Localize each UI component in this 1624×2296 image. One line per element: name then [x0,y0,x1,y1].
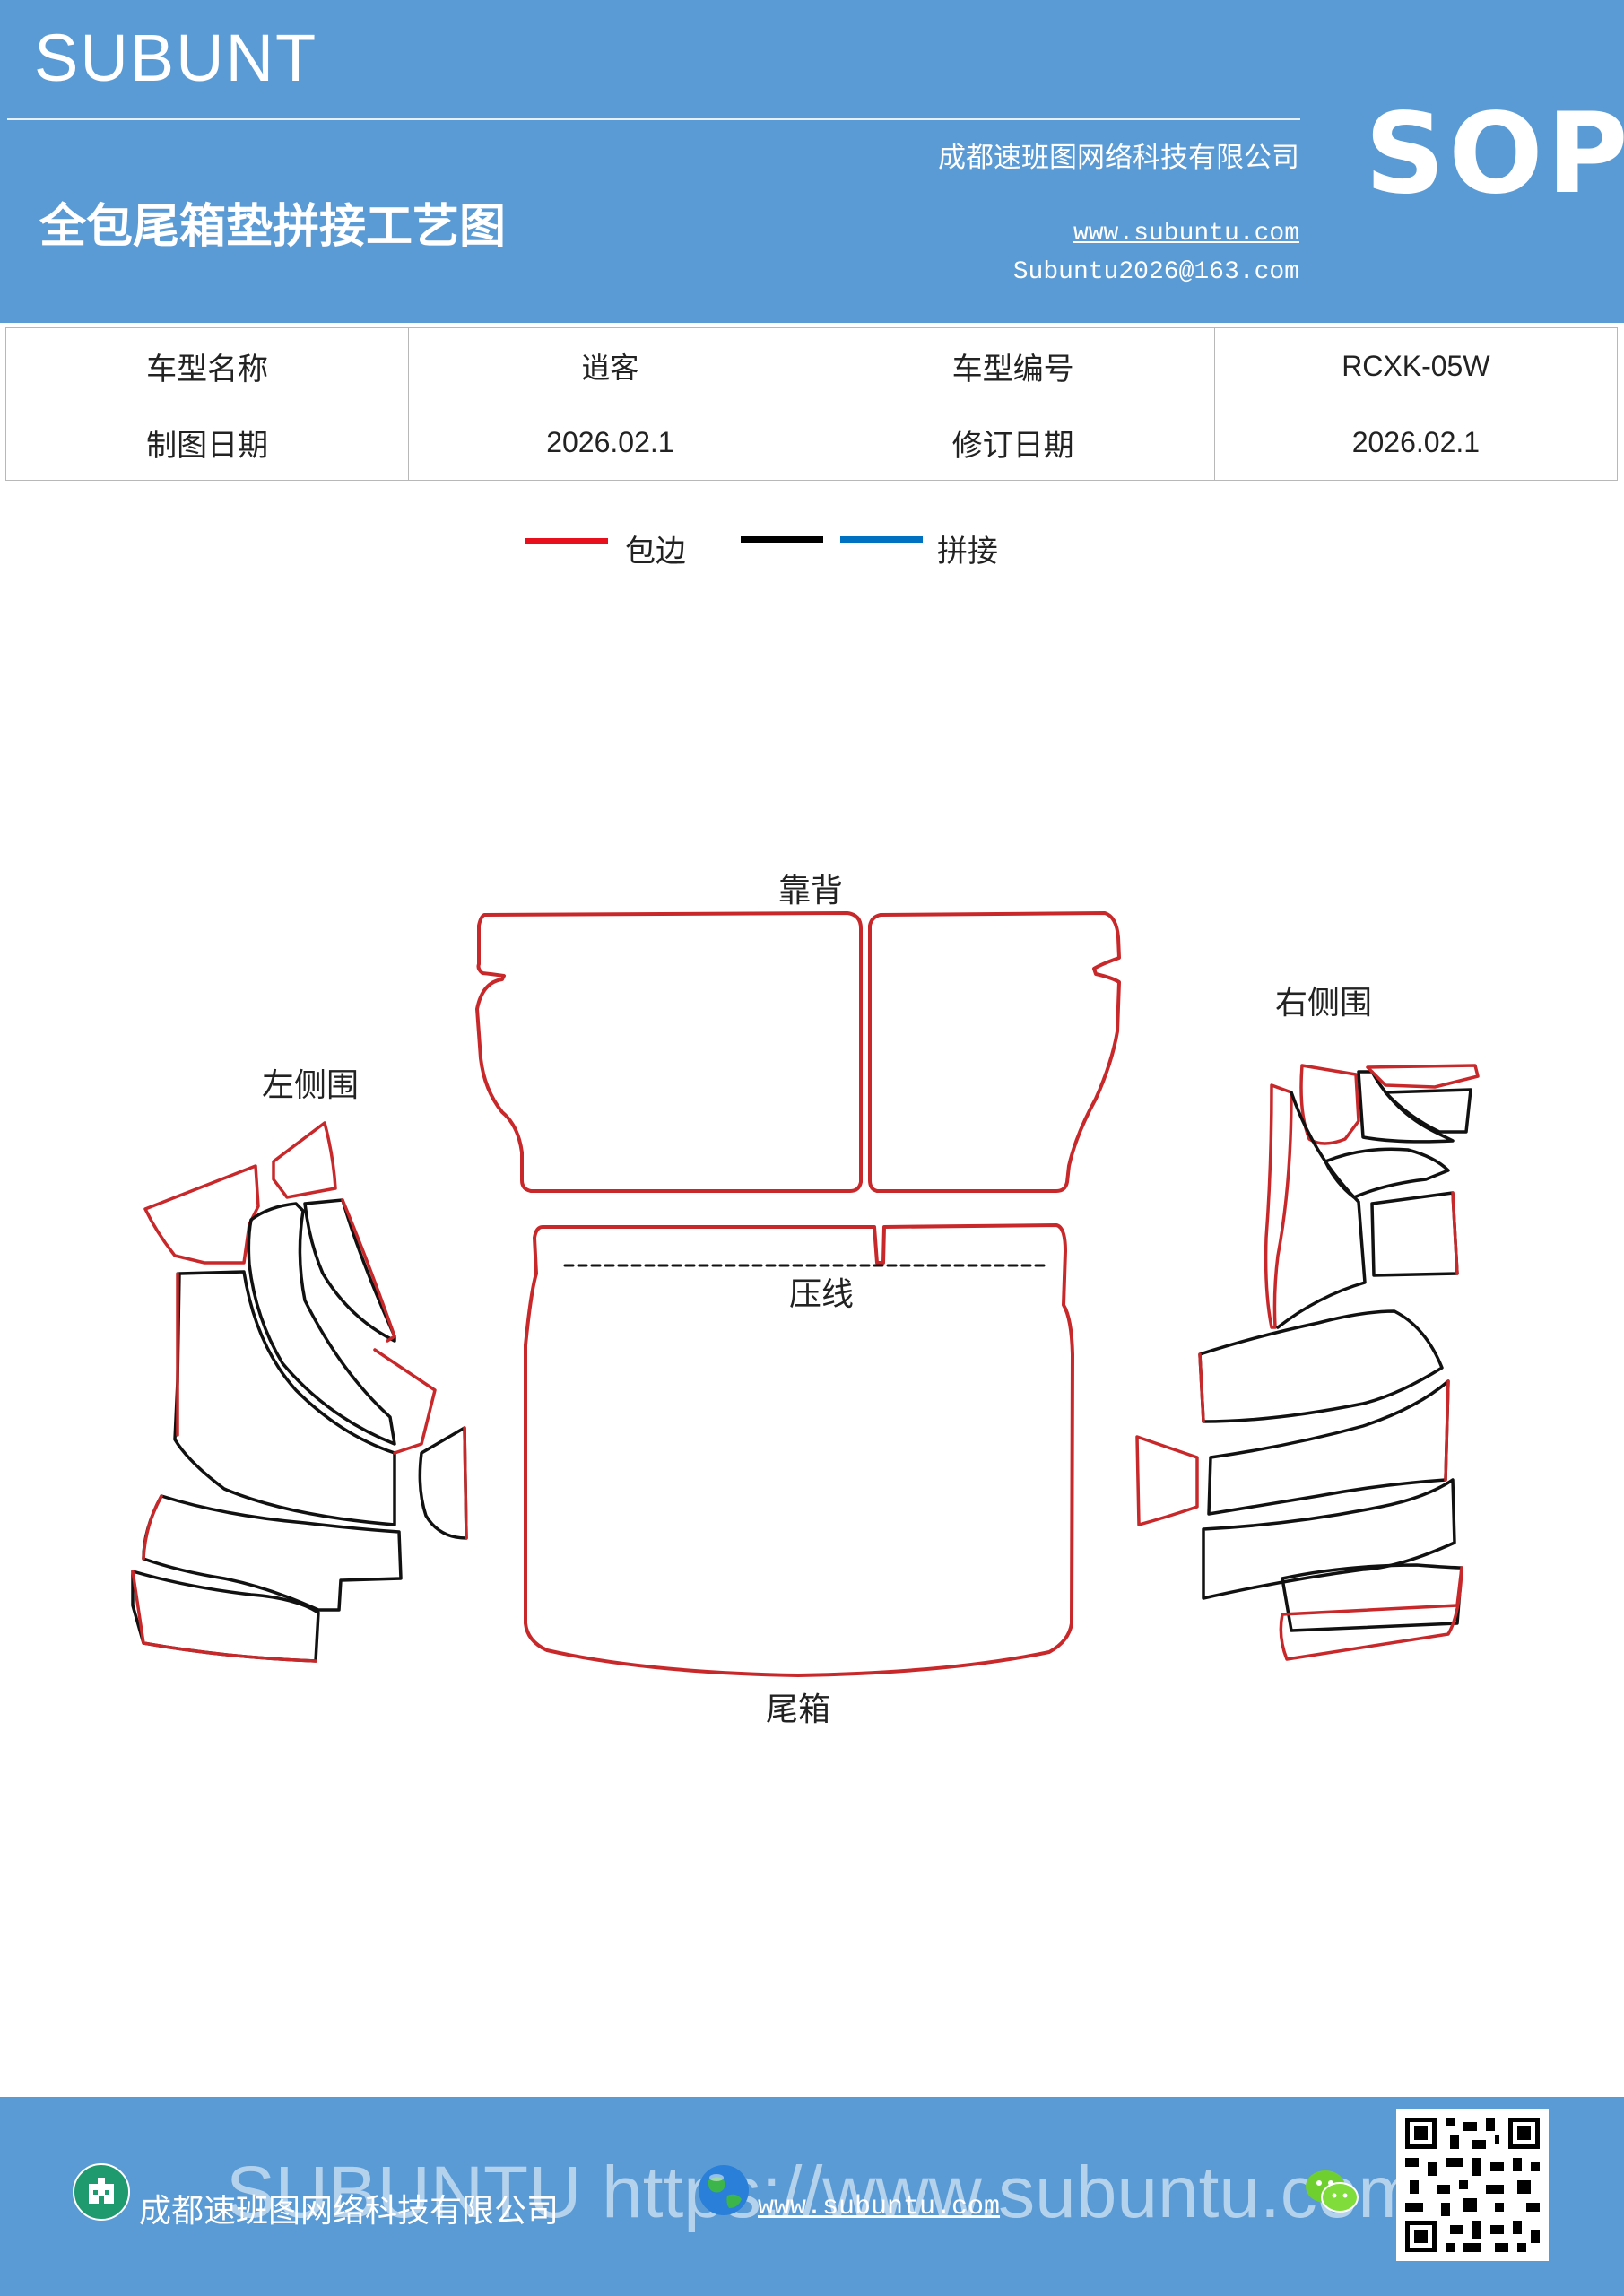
company-name: 成都速班图网络科技有限公司 [938,142,1299,174]
model-name-value: 逍客 [408,327,812,404]
left-side-piece [131,1570,317,1663]
draw-date-label: 制图日期 [4,404,410,481]
wechat-icon [1306,2170,1359,2213]
right-side-piece [1207,1379,1450,1516]
right-side-piece [1366,1064,1480,1089]
right-side-piece [1202,1478,1456,1600]
right-side-piece [1451,1191,1459,1275]
left-side-piece [247,1202,396,1446]
left-side-piece [341,1198,396,1343]
right-side-piece [1279,1566,1463,1661]
vehicle-info-table: 车型名称 逍客 车型编号 RCXK-05W 制图日期 2026.02.1 修订日… [4,327,1619,481]
email-address: Subuntu2026@163.com [1012,258,1299,286]
right-side-piece [1384,1088,1472,1134]
right-side-piece [1198,1309,1444,1423]
left-side-piece [173,1270,396,1526]
revision-date-value: 2026.02.1 [1213,404,1619,481]
sop-badge: SOP [1365,90,1624,219]
right-side-piece [1264,1083,1293,1329]
left-side-label: 左侧围 [262,1067,359,1104]
right-side-piece [1370,1191,1459,1277]
header-divider [7,118,1300,120]
left-side-piece [142,1494,163,1561]
legend-black-swatch [741,536,823,543]
right-side-label: 右侧围 [1275,985,1372,1022]
footer-website-link[interactable]: www.subuntu.com [758,2192,1001,2222]
left-side-piece [303,1198,396,1343]
legend-edging-label: 包边 [625,534,686,570]
footer-watermark: SUBUNTU https://www.subuntu.com [226,2152,1420,2233]
footer-banner: SUBUNTU https://www.subuntu.com 成都速班图网络科… [0,2097,1624,2296]
trunk-floor-panel [524,1223,1074,1677]
legend-edging-swatch [525,538,608,544]
legend-splice-swatch [840,536,923,543]
trunk-label: 尾箱 [766,1692,830,1728]
legend-splice-label: 拼接 [937,534,998,570]
right-side-piece [1281,1563,1463,1632]
right-side-piece [1299,1064,1360,1145]
backrest-left-panel [475,911,863,1193]
globe-icon [699,2165,749,2215]
left-side-piece [142,1494,403,1612]
left-side-piece [463,1426,468,1540]
left-side-piece [143,1164,260,1265]
crease-label: 压线 [789,1276,854,1313]
document-title: 全包尾箱垫拼接工艺图 [39,199,507,254]
left-side-piece [272,1121,337,1199]
qr-code [1396,2109,1549,2261]
right-side-piece [1198,1352,1205,1423]
header-banner: SUBUNT 全包尾箱垫拼接工艺图 成都速班图网络科技有限公司 www.subu… [0,0,1624,323]
brand-name: SUBUNT [34,21,318,95]
revision-date-label: 修订日期 [811,404,1215,481]
left-side-piece [373,1348,437,1455]
right-side-piece [1324,1147,1450,1199]
model-code-label: 车型编号 [811,327,1215,404]
backrest-right-panel [868,911,1121,1193]
right-side-piece [1135,1435,1199,1526]
model-code-value: RCXK-05W [1213,327,1619,404]
backrest-label: 靠背 [778,873,843,909]
table-row: 车型名称 逍客 车型编号 RCXK-05W [4,327,1619,404]
model-name-label: 车型名称 [4,327,410,404]
website-link[interactable]: www.subuntu.com [1073,220,1299,248]
company-icon [73,2163,130,2221]
footer-company-name: 成都速班图网络科技有限公司 [139,2193,560,2230]
right-side-piece [1276,1091,1367,1329]
right-side-piece [1444,1379,1450,1482]
trunk-mat-diagram: 靠背 左侧围 右侧围 压线 尾箱 [131,873,1480,1728]
table-row: 制图日期 2026.02.1 修订日期 2026.02.1 [4,404,1619,481]
left-side-piece [418,1426,468,1540]
draw-date-value: 2026.02.1 [408,404,812,481]
